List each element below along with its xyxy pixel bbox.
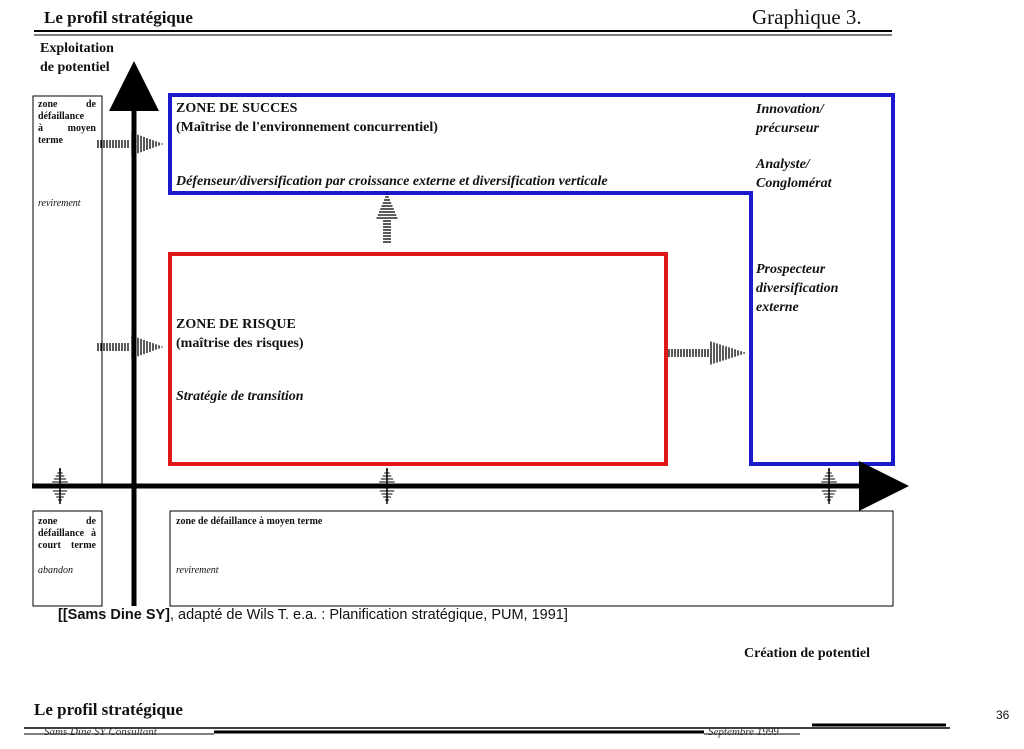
footer-date: Septembre 1999 — [708, 726, 779, 738]
hatched-arrow-up-right — [819, 468, 839, 504]
citation-author: [[Sams Dine SY] — [58, 607, 170, 623]
y-axis-label: Exploitation de potentiel — [40, 39, 114, 77]
lbb-court-terme: court terme — [38, 540, 96, 551]
success-zone-label: ZONE DE SUCCES (Maîtrise de l'environnem… — [176, 99, 438, 137]
y-axis-label-line2: de potentiel — [40, 60, 110, 75]
x-axis-label: Création de potentiel — [744, 646, 870, 661]
header-rule — [34, 30, 892, 36]
footer-author: Sams Dine SY Consultant — [44, 726, 157, 738]
ltb-de: de — [86, 99, 96, 110]
citation: [[Sams Dine SY], adapté de Wils T. e.a. … — [58, 607, 568, 623]
left-bottom-box-text: zone de défaillance à court terme — [38, 516, 96, 552]
lbb-zone: zone — [38, 516, 58, 527]
hatched-arrow-up-success — [376, 193, 398, 243]
right-item3-line1: Prospecteur — [756, 262, 826, 277]
risk-zone-subtitle: (maîtrise des risques) — [176, 336, 304, 351]
left-bottom-box — [32, 510, 103, 607]
success-zone-strategy: Défenseur/diversification par croissance… — [176, 174, 608, 189]
left-top-box — [32, 95, 103, 486]
right-item-innovation: Innovation/ précurseur — [756, 100, 824, 138]
ltb-defaillance: défaillance — [38, 111, 85, 122]
risk-zone-title: ZONE DE RISQUE — [176, 317, 296, 332]
hatched-arrow-up-center — [377, 468, 397, 504]
right-item-analyste: Analyste/ Conglomérat — [756, 155, 831, 193]
risk-zone-outline — [168, 252, 668, 466]
right-item3-line3: externe — [756, 300, 799, 315]
footer-rule — [24, 723, 950, 735]
left-top-box-text: zone de défaillance à moyen terme — [38, 99, 96, 147]
right-item1-line2: précurseur — [756, 121, 820, 136]
figure-label: Graphique 3. — [752, 5, 862, 29]
header-title: Le profil stratégique — [44, 8, 193, 27]
hatched-arrow-right-risk — [668, 341, 745, 365]
hatched-arrow-right-top — [97, 132, 163, 156]
ltb-a: à — [38, 123, 43, 134]
ltb-terme: terme — [38, 135, 63, 146]
footer-title: Le profil stratégique — [34, 700, 183, 719]
right-item-prospecteur: Prospecteur diversification externe — [756, 260, 838, 317]
hatched-arrow-up-left — [50, 468, 70, 504]
lbb-a: à — [91, 528, 96, 539]
ltb-moyen: moyen — [67, 123, 96, 134]
y-axis-label-line1: Exploitation — [40, 41, 114, 56]
success-zone-title: ZONE DE SUCCES — [176, 101, 298, 116]
right-item2-line1: Analyste/ — [756, 157, 810, 172]
hatched-arrow-right-mid — [97, 335, 163, 359]
ltb-zone: zone — [38, 99, 58, 110]
risk-zone-label: ZONE DE RISQUE (maîtrise des risques) — [176, 315, 304, 353]
left-top-box-italic: revirement — [38, 198, 81, 209]
bottom-box-title: zone de défaillance à moyen terme — [176, 516, 323, 527]
bottom-box — [169, 510, 894, 607]
right-item3-line2: diversification — [756, 281, 839, 296]
lbb-defaillance: défaillance — [38, 528, 85, 539]
risk-zone-strategy: Stratégie de transition — [176, 389, 304, 404]
lbb-de: de — [86, 516, 96, 527]
bottom-box-italic: revirement — [176, 565, 219, 576]
right-item1-line1: Innovation/ — [756, 102, 824, 117]
success-zone-subtitle: (Maîtrise de l'environnement concurrenti… — [176, 120, 438, 135]
right-item2-line2: Conglomérat — [756, 176, 832, 191]
left-bottom-box-italic: abandon — [38, 565, 73, 576]
citation-rest: , adapté de Wils T. e.a. : Planification… — [170, 607, 568, 623]
success-zone-outline — [168, 93, 895, 466]
page-number: 36 — [996, 708, 1010, 722]
